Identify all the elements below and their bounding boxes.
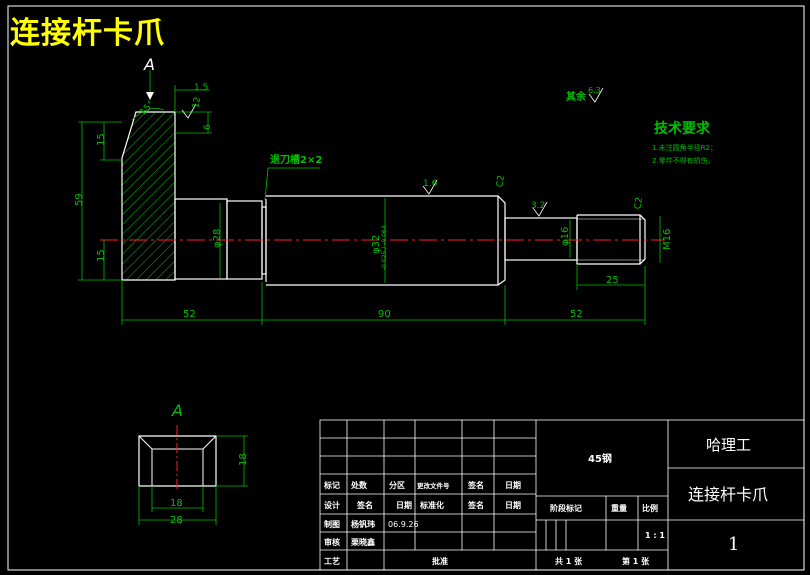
frame-border [7,5,805,571]
main-view: A 1.5 15° 12 6 15 59 15 φ28 φ32 -0.025 /… [74,55,717,325]
tb-design: 设计 [324,500,340,510]
tb-approve: 批准 [432,556,448,566]
dim-59: 59 [74,193,85,206]
tb-draw-name: 杨钒玮 [351,519,375,529]
dim-r-top: 12 [191,96,203,109]
section-view-marker: A [171,401,183,420]
title-block [319,419,805,571]
tb-date3: 日期 [505,500,521,510]
tb-mark: 标记 [323,480,340,490]
section-dim-18-right: 18 [238,453,249,466]
roughness-symbols [181,87,604,217]
dim-dia32-tol: -0.025 / -0.064 [381,225,388,270]
dim-ra16: 1.6 [423,179,438,189]
tb-stage-mark: 阶段标记 [550,503,582,513]
groove-note: 退刀槽2×2 [270,153,322,166]
tb-part-name: 连接杆卡爪 [688,485,768,504]
tb-date2: 日期 [396,500,412,510]
finish-note: 其余 [566,90,587,103]
section-view: A 18 18 28 [138,401,249,526]
tb-zone: 分区 [389,480,405,490]
dim-1-5: 1.5 [194,83,208,93]
tb-scale: 比例 [642,503,658,513]
dim-52-left: 52 [183,309,196,320]
flange-hatch [121,111,176,281]
dim-dia16: φ16 [560,227,571,246]
dimension-lines [78,70,661,325]
drawing-title: 连接杆卡爪 [10,16,165,51]
dim-c2a: C2 [495,175,507,189]
dim-6: 6 [203,124,213,130]
tb-draw-date: 06.9.26 [388,520,419,529]
tb-check-name: 栗晓鑫 [351,537,375,547]
tb-sign2: 签名 [356,500,373,510]
section-dim-18-bottom: 18 [170,498,183,509]
requirement-item: 1.未注圆角半径R2； [652,143,717,152]
dim-dia28: φ28 [212,229,223,248]
dim-90: 90 [378,309,391,320]
dim-52-right: 52 [570,309,583,320]
shaft-outline [174,195,646,286]
tb-process: 工艺 [324,556,340,566]
tb-check: 审核 [324,537,340,547]
tb-standardize: 标准化 [419,500,444,510]
tb-draw: 制图 [324,519,340,529]
dim-25: 25 [606,275,619,286]
finish-value: 6.3 [588,86,601,95]
dim-ra32: 3.2 [531,201,545,211]
tb-sign: 签名 [467,480,484,490]
tb-count: 处数 [350,480,368,490]
tb-date: 日期 [505,480,521,490]
tb-sign3: 签名 [467,500,484,510]
section-dim-28: 28 [170,515,183,526]
section-marker: A [143,55,155,74]
tb-scale-value: 1 : 1 [645,531,665,540]
tb-school: 哈理工 [706,436,751,454]
dim-15-bot: 15 [96,249,107,262]
tb-material: 45钢 [588,452,612,465]
dim-15-top: 15 [96,133,107,146]
tb-sheet-number: 1 [728,534,739,555]
tb-sheet: 第 1 张 [622,556,650,566]
dim-m16: M16 [662,229,673,250]
requirement-item: 2.零件不得有损伤。 [652,156,715,165]
requirements-heading: 技术要求 [654,120,711,137]
dim-c2b: C2 [633,197,645,211]
tb-weight: 重量 [611,503,627,513]
tb-change-doc: 更改文件号 [417,481,450,490]
tb-total: 共 1 张 [555,556,583,566]
dim-dia32: φ32 [371,235,382,254]
